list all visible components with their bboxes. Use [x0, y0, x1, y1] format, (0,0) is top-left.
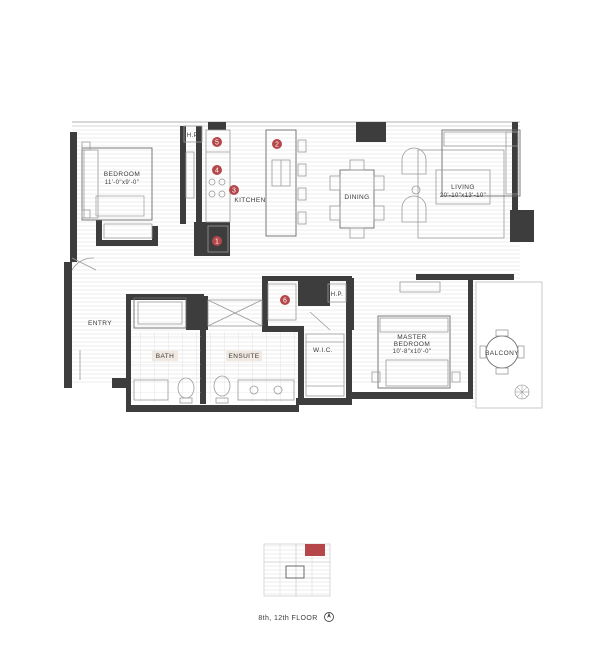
svg-text:5: 5	[215, 140, 219, 147]
dining-label: DINING	[344, 194, 369, 201]
bath-room	[131, 297, 201, 404]
kitchen-counter	[205, 129, 231, 253]
bedroom-label: BEDROOM	[104, 171, 140, 178]
kitchen-label: KITCHEN	[234, 197, 265, 204]
window-top	[72, 121, 520, 127]
balcony	[475, 281, 543, 409]
marker-3: 3	[229, 185, 239, 195]
hp-label-right: H.P.	[331, 292, 344, 298]
master-dims: 10'-8"x10'-0"	[393, 349, 432, 355]
walls	[64, 122, 534, 412]
living-label: LIVING	[451, 184, 475, 191]
plant-icon	[514, 384, 530, 400]
svg-text:6: 6	[283, 298, 287, 305]
wic-room	[305, 311, 345, 397]
svg-text:4: 4	[215, 168, 219, 175]
hp-label-top: H.P.	[187, 133, 200, 139]
feature-markers: 1 2 3 4 5 6	[212, 137, 290, 305]
ensuite-room	[206, 299, 296, 404]
entry-label: ENTRY	[88, 320, 112, 327]
dining-table	[329, 159, 385, 239]
wic-label: W.I.C.	[313, 347, 333, 354]
bedroom-bed	[81, 141, 153, 221]
living-furniture	[401, 129, 521, 239]
marker-6: 6	[280, 295, 290, 305]
bedroom-closet	[103, 223, 153, 239]
marker-4: 4	[212, 165, 222, 175]
marker-5: 5	[212, 137, 222, 147]
master-label-2: BEDROOM	[394, 341, 430, 348]
svg-text:2: 2	[275, 142, 279, 149]
keyplan-highlight-unit	[305, 544, 325, 556]
bedroom-wardrobe	[185, 151, 195, 199]
master-label-1: MASTER	[397, 334, 427, 341]
marker-2: 2	[272, 139, 282, 149]
svg-text:1: 1	[215, 239, 219, 246]
living-dims: 20'-10"x13'-10"	[440, 193, 486, 199]
room-labels: BEDROOM 11'-0"x9'-0" KITCHEN DINING LIVI…	[88, 171, 519, 361]
marker-1: 1	[212, 236, 222, 246]
hp-closet-top: H.P.	[183, 125, 203, 143]
master-bed	[371, 281, 461, 389]
ensuite-label: ENSUITE	[229, 353, 260, 360]
balcony-label: BALCONY	[485, 350, 519, 357]
bedroom-dims: 11'-0"x9'-0"	[105, 180, 140, 186]
floor-label: 8th, 12th FLOOR	[258, 615, 317, 622]
entry-door	[71, 257, 97, 380]
compass-icon	[324, 612, 334, 622]
hp-closet-right: H.P.	[267, 283, 347, 321]
key-plan	[263, 543, 331, 597]
bath-label: BATH	[156, 353, 174, 360]
svg-text:3: 3	[232, 188, 236, 195]
kitchen-island	[265, 129, 307, 237]
